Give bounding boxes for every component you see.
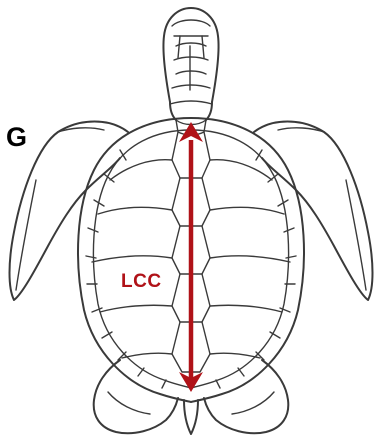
tail — [184, 400, 198, 434]
panel-label: G — [6, 124, 27, 151]
lcc-label: LCC — [121, 272, 162, 291]
arrow-head-top — [179, 122, 203, 142]
lcc-measurement-arrow — [179, 122, 203, 392]
